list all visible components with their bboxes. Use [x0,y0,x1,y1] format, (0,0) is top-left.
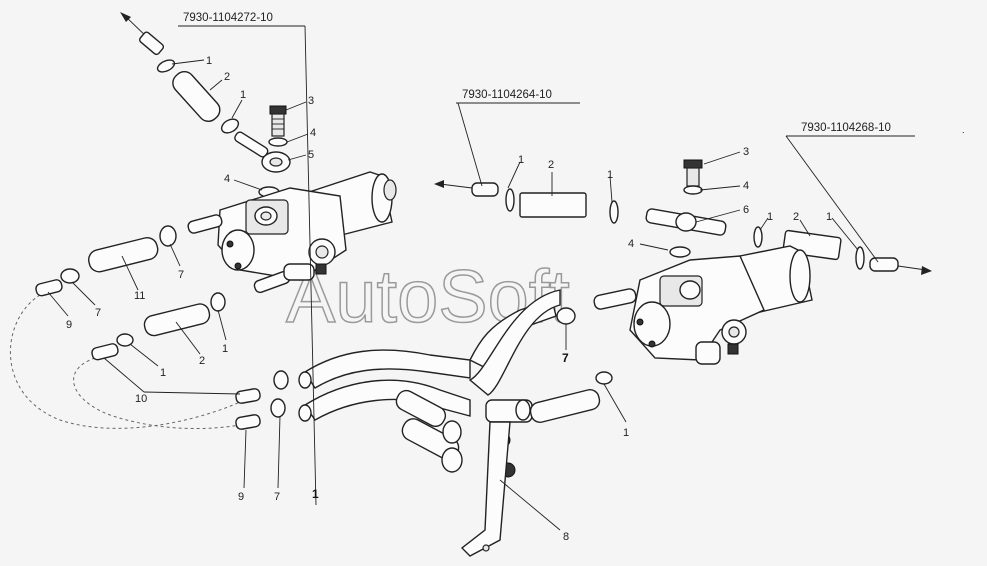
callout-1: 1 [623,427,629,439]
callout-7: 7 [178,269,184,281]
part-code-top-left: 7930-1104272-10 [183,12,273,24]
callout-11: 11 [134,290,145,302]
callout-9: 9 [66,319,72,331]
callout-numbers: 1 2 1 3 4 5 4 7 11 7 9 2 1 1 10 9 7 1 1 … [66,55,832,543]
callout-6: 6 [743,204,749,216]
callout-1: 1 [767,211,773,223]
left-loose-parts [35,225,289,430]
callout-4: 4 [628,238,634,250]
callout-3: 3 [743,146,749,158]
callout-1: 1 [518,154,524,166]
callout-1: 1 [206,55,212,67]
callout-10: 10 [135,393,147,405]
callout-7-bold: 7 [562,351,569,365]
bracket-8 [460,421,511,557]
left-valve-body [187,171,397,294]
middle-top-group [434,180,619,224]
center-pipe-assembly [298,289,601,478]
callout-1: 1 [607,169,613,181]
callout-9: 9 [238,491,244,503]
callout-3: 3 [308,95,314,107]
callout-2: 2 [224,71,230,83]
callout-8: 8 [563,531,569,543]
hose-path-lower [73,357,241,430]
callout-2: 2 [793,211,799,223]
callout-1: 1 [240,89,246,101]
callout-1: 1 [222,343,228,355]
callout-1: 1 [826,211,832,223]
callout-4: 4 [310,127,316,139]
callout-leaders [47,59,859,531]
callout-2: 2 [199,355,205,367]
callout-1-bold: 1 [312,487,319,501]
clamp-7-right [556,307,576,325]
callout-2: 2 [548,159,554,171]
callout-7: 7 [95,307,101,319]
callout-4: 4 [743,180,749,192]
clamp-1-right-lower [595,371,613,385]
top-left-stack [120,12,291,198]
callout-5: 5 [308,149,314,161]
corner-mark: ˙ [962,131,966,143]
callout-4: 4 [224,173,230,185]
right-valve-body [593,245,813,365]
callout-1: 1 [160,367,166,379]
part-code-top-right: 7930-1104268-10 [801,122,891,134]
hose-path-upper [10,294,241,429]
callout-7: 7 [274,491,280,503]
part-code-top-middle: 7930-1104264-10 [462,89,552,101]
